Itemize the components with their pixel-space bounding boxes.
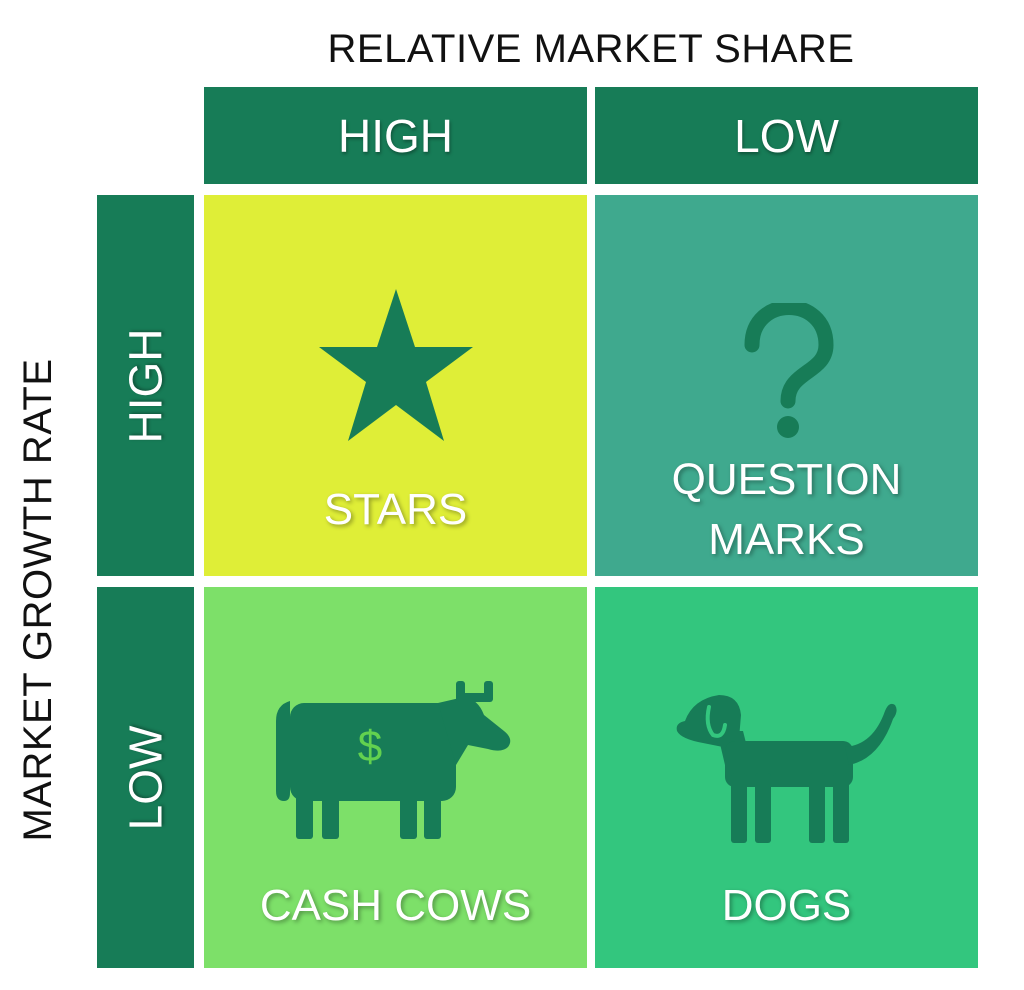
cow-icon: $	[276, 681, 511, 839]
row-header-high-label: HIGH	[119, 328, 172, 443]
star-icon	[319, 289, 473, 441]
quadrant-dogs: DOGS	[595, 587, 978, 968]
row-header-low-label: LOW	[119, 725, 172, 830]
quadrant-label-dogs: DOGS	[721, 881, 852, 930]
quadrant-label-stars: STARS	[323, 485, 468, 534]
y-axis-title: MARKET GROWTH RATE	[16, 358, 60, 842]
column-header-high-label: HIGH	[338, 109, 453, 162]
question-mark-icon	[744, 303, 834, 438]
column-header-high: HIGH	[204, 87, 587, 184]
row-header-high: HIGH	[97, 195, 194, 576]
quadrant-label-cash-cows: CASH COWS	[259, 881, 532, 930]
column-header-low-label: LOW	[734, 109, 839, 162]
quadrant-question-marks: QUESTION MARKS	[595, 195, 978, 576]
quadrant-label-marks: MARKS	[708, 515, 865, 564]
quadrant-cash-cows: $ CASH COWS	[204, 587, 587, 968]
x-axis-title: RELATIVE MARKET SHARE	[327, 27, 855, 71]
cow-dollar-sign: $	[358, 722, 382, 771]
column-header-low: LOW	[595, 87, 978, 184]
quadrant-stars: STARS	[204, 195, 587, 576]
dog-icon	[676, 695, 897, 843]
row-header-low: LOW	[97, 587, 194, 968]
quadrant-label-question: QUESTION	[671, 455, 902, 504]
